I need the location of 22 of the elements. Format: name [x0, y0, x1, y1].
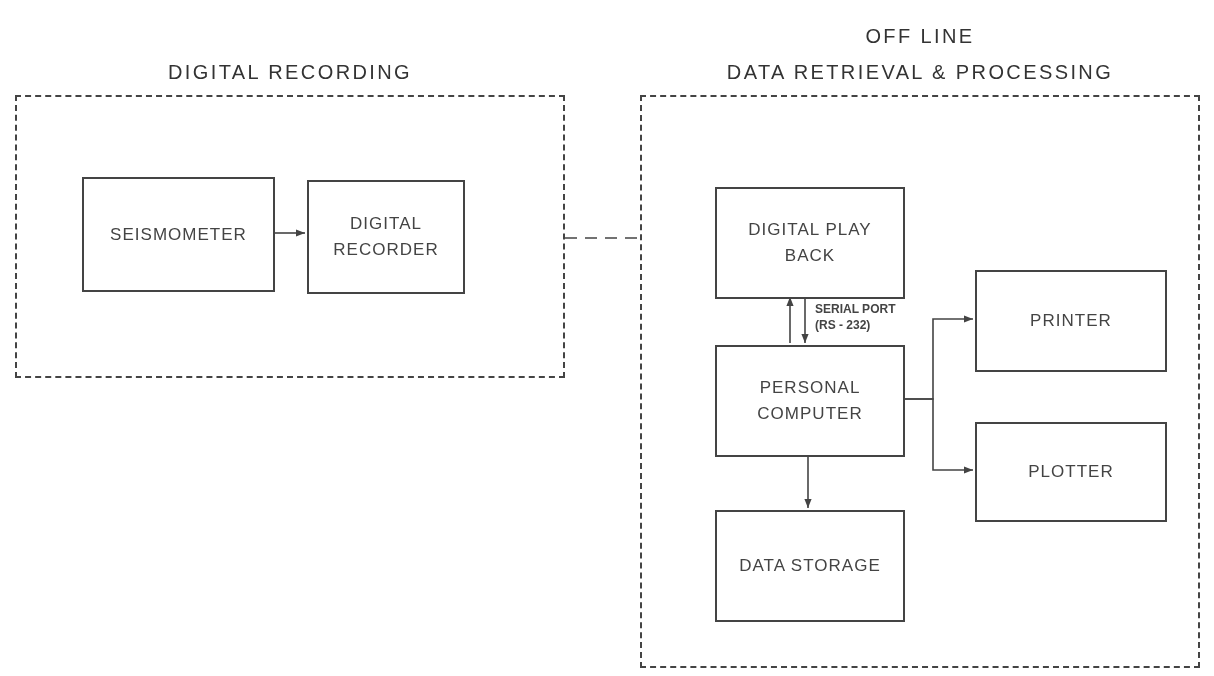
box-label: PERSONAL COMPUTER: [756, 377, 864, 425]
group-title: DATA RETRIEVAL & PROCESSING: [726, 60, 1114, 85]
arrow: [272, 229, 306, 237]
box-label: SEISMOMETER: [110, 223, 247, 246]
process-box: [715, 187, 905, 299]
process-box: [715, 345, 905, 457]
process-box: [82, 177, 275, 292]
arrow: [786, 296, 794, 344]
group-title: DIGITAL RECORDING: [167, 60, 413, 85]
box-label: DIGITAL RECORDER: [332, 213, 440, 261]
box-label: DIGITAL PLAY BACK: [747, 219, 873, 267]
box-label: PRINTER: [1030, 310, 1112, 332]
box-label: DATA STORAGE: [739, 555, 881, 577]
process-box: [975, 270, 1167, 372]
process-box: [307, 180, 465, 294]
arrow: [801, 296, 809, 344]
arrow: [902, 398, 974, 474]
group-title: OFF LINE: [865, 24, 975, 49]
process-box: [715, 510, 905, 622]
arrow: [804, 454, 812, 509]
box-label: PLOTTER: [1028, 461, 1114, 483]
process-box: [975, 422, 1167, 522]
